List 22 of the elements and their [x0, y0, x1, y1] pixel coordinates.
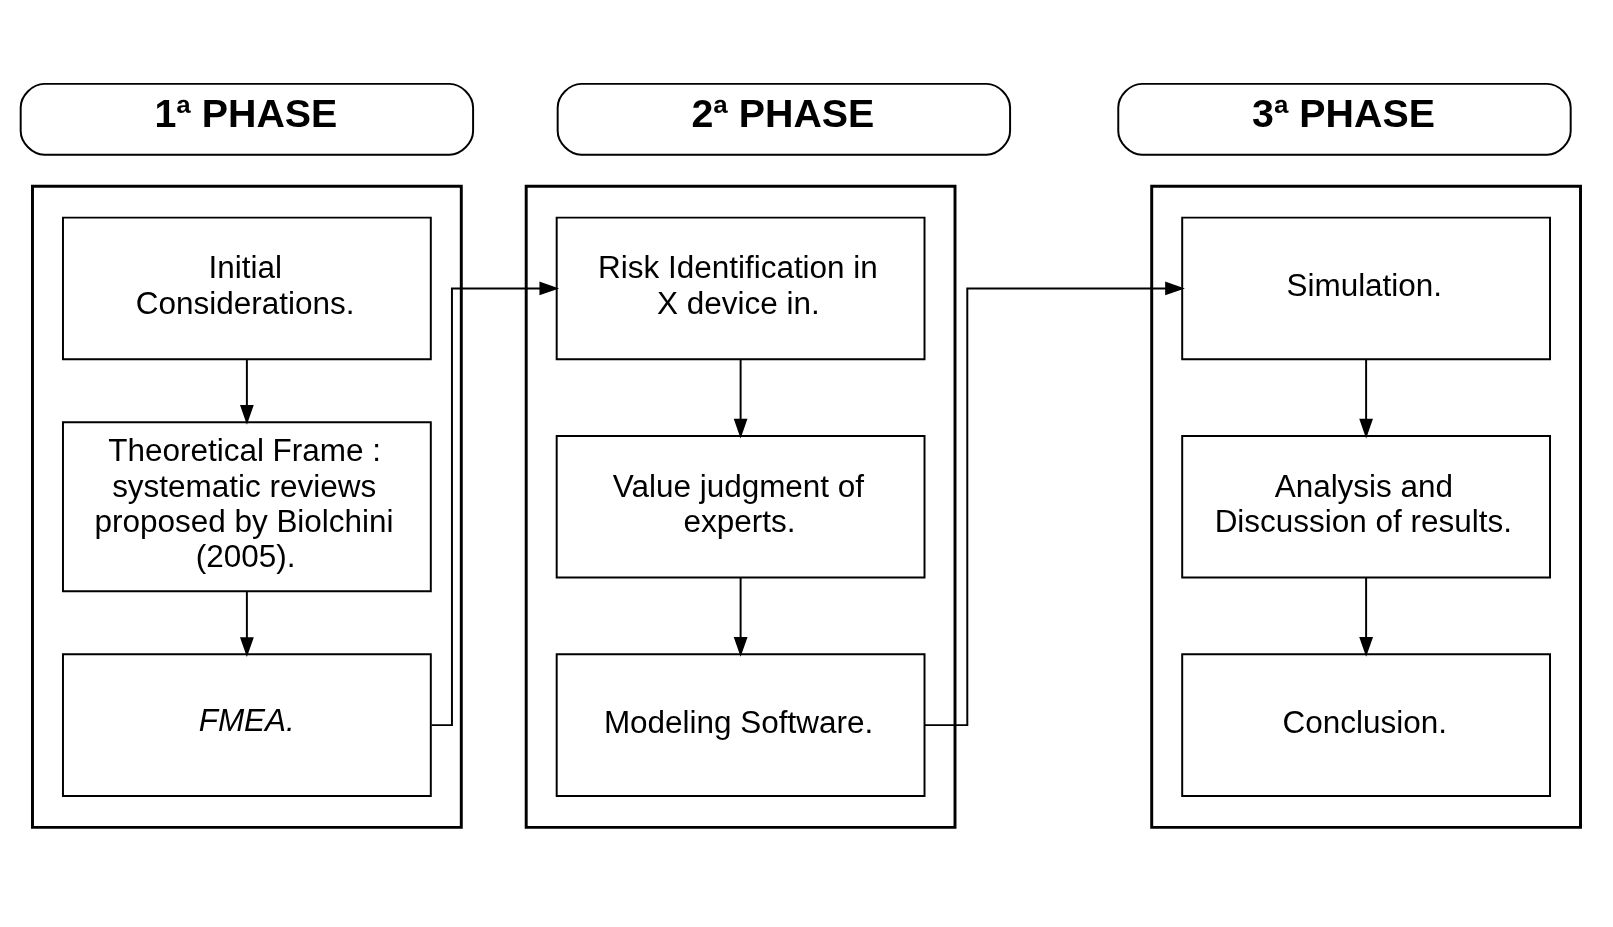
node-box: 2ª PHASE	[556, 82, 1012, 156]
node-box: Risk Identification in X device in.	[555, 216, 926, 361]
node-box: FMEA.	[62, 653, 432, 797]
node-box: Modeling Software.	[555, 653, 926, 797]
node-box: Conclusion.	[1181, 653, 1551, 797]
cluster	[524, 184, 957, 829]
node-box: Theoretical Frame : systematic reviews proposed by Biolchini (2005).	[62, 421, 432, 593]
node-box: Initial Considerations.	[62, 216, 432, 361]
arrow	[733, 576, 748, 657]
cluster	[31, 184, 463, 829]
arrow	[240, 590, 254, 658]
node-box: Simulation.	[1181, 216, 1551, 361]
node-box: 1ª PHASE	[19, 82, 475, 156]
arrow	[733, 358, 748, 439]
arrow	[1359, 358, 1373, 439]
arrow	[1359, 576, 1373, 657]
node-box: Value judgment of experts.	[555, 434, 926, 579]
arrow	[923, 281, 1185, 727]
arrow	[240, 358, 254, 425]
node-box: 3ª PHASE	[1117, 82, 1572, 156]
cluster	[1150, 184, 1582, 829]
node-box: Analysis and Discussion of results.	[1181, 434, 1551, 579]
